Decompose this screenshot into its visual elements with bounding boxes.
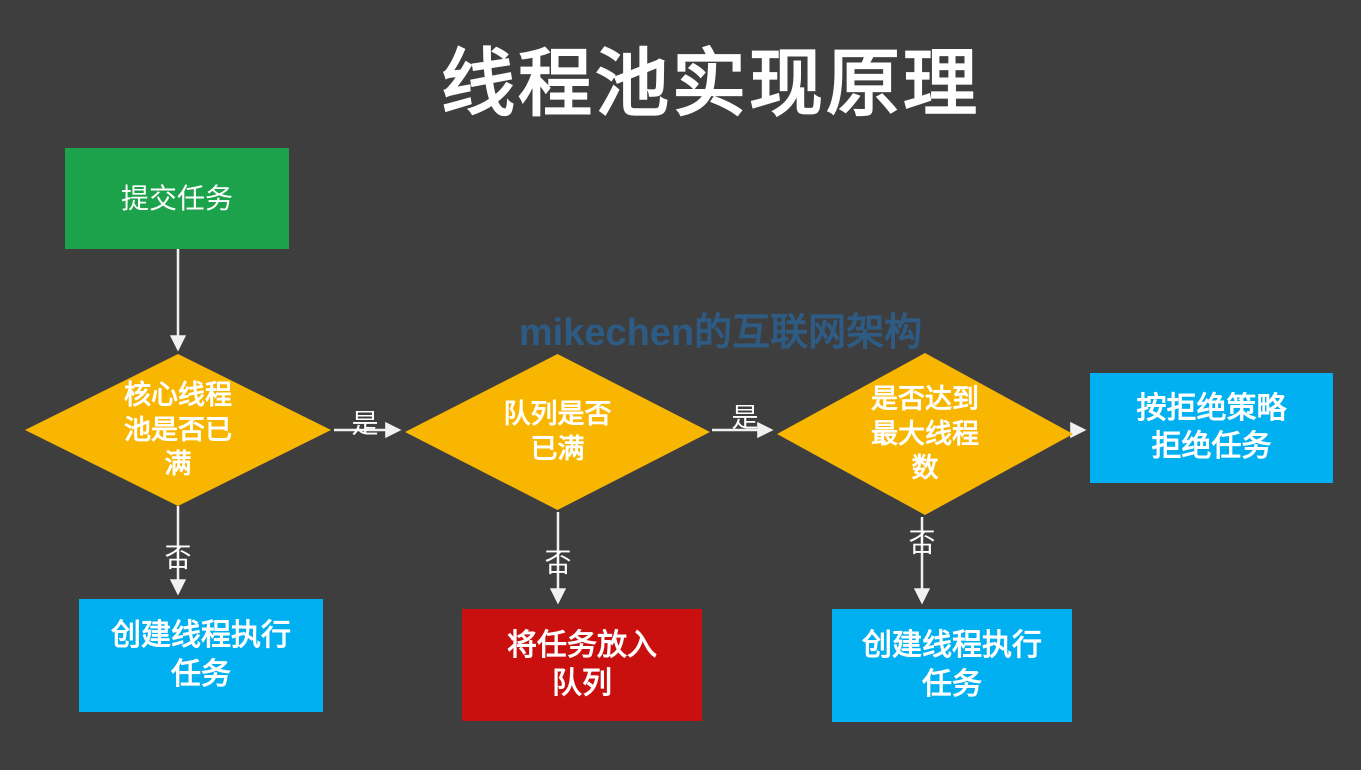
node-enqueue-task: 将任务放入 队列: [462, 609, 702, 721]
node-create-thread-right: 创建线程执行 任务: [832, 609, 1072, 722]
edge-label-no-2: 否: [544, 548, 572, 578]
decision-max-threads-label: 是否达到 最大线程 数: [871, 384, 979, 484]
node-reject-task: 按拒绝策略 拒绝任务: [1090, 373, 1333, 483]
edge-label-no-3: 否: [908, 528, 936, 558]
decision-core-pool-full: 核心线程 池是否已 满: [25, 354, 331, 506]
edge-label-yes-1: 是: [351, 409, 379, 439]
page-title: 线程池实现原理: [441, 42, 980, 125]
watermark-text: mikechen的互联网架构: [518, 312, 923, 354]
node-create-thread-right-label: 创建线程执行 任务: [862, 629, 1042, 701]
decision-queue-full-label: 队列是否 已满: [503, 399, 612, 464]
decision-queue-full: 队列是否 已满: [405, 354, 710, 510]
decision-max-threads: 是否达到 最大线程 数: [777, 353, 1073, 515]
node-create-thread-left: 创建线程执行 任务: [79, 599, 323, 712]
node-submit-task-label: 提交任务: [120, 182, 233, 214]
edge-label-no-1: 否: [164, 543, 192, 573]
node-reject-task-label: 按拒绝策略 拒绝任务: [1136, 391, 1287, 463]
node-submit-task: 提交任务: [65, 148, 289, 249]
node-create-thread-left-label: 创建线程执行 任务: [111, 619, 291, 691]
decision-core-pool-full-label: 核心线程 池是否已 满: [124, 380, 232, 480]
edge-label-yes-2: 是: [731, 403, 759, 433]
node-enqueue-task-label: 将任务放入 队列: [507, 628, 657, 700]
